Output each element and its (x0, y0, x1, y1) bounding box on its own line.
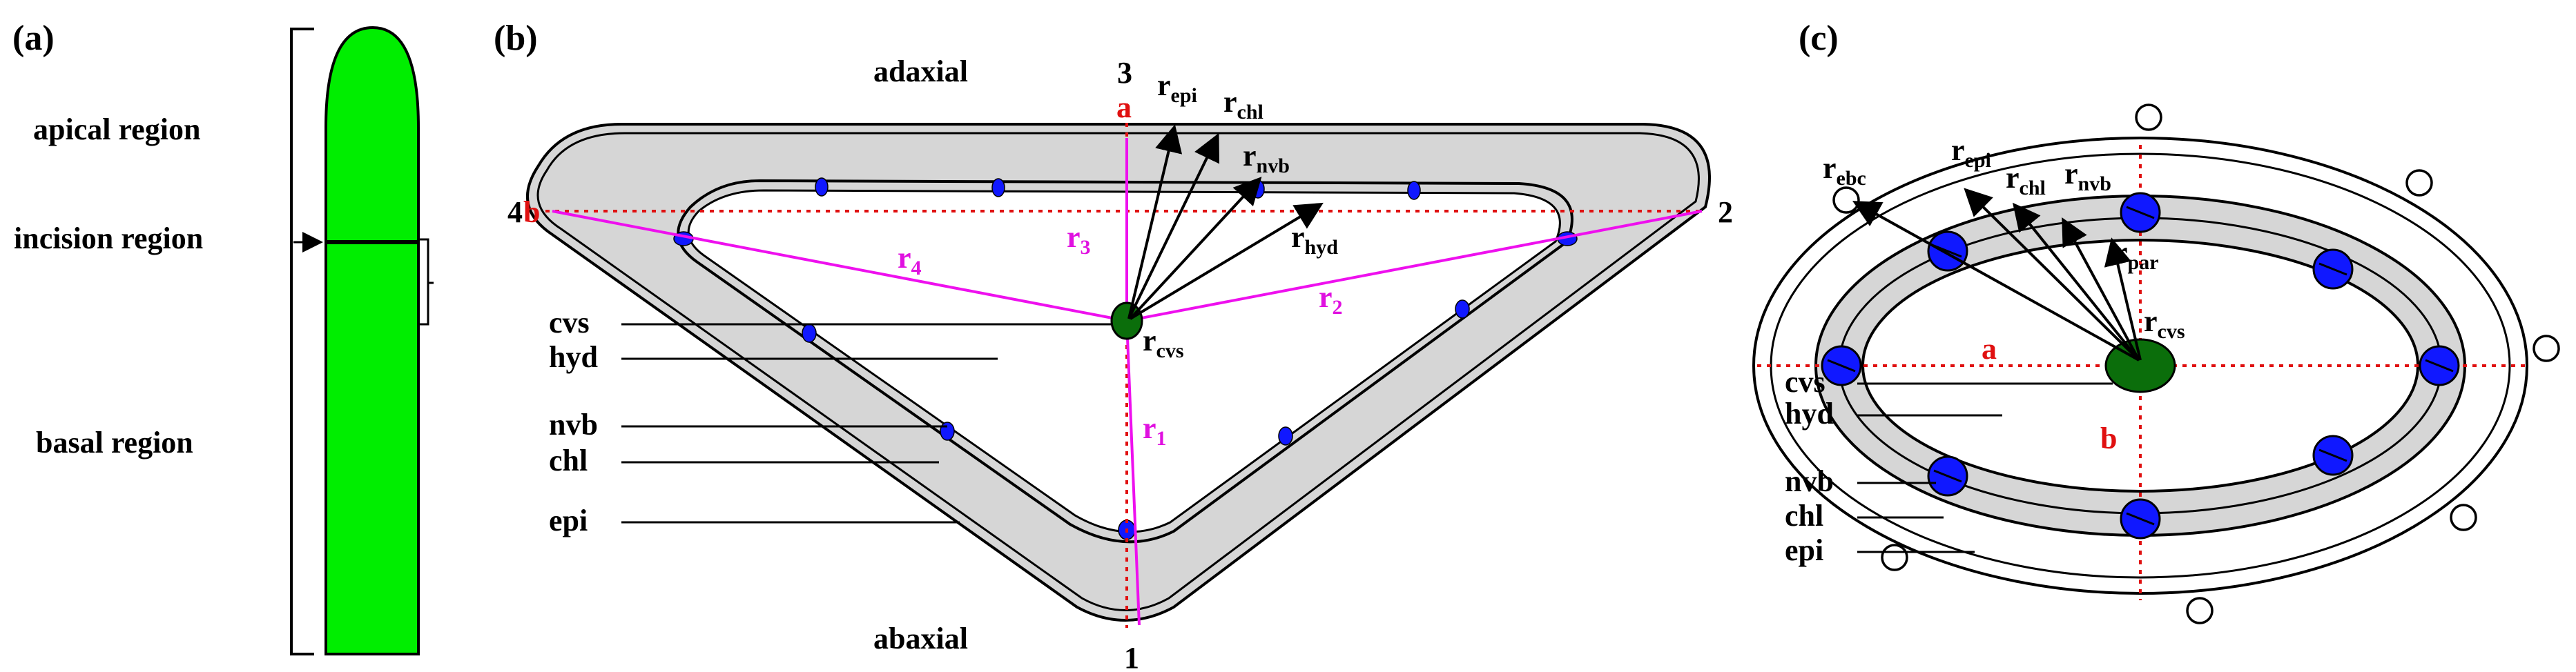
r-chl-label: rchl (1223, 85, 1263, 123)
axis-b-label: b (523, 195, 540, 229)
radius-lines (552, 138, 1703, 626)
axis-b-label-c: b (2100, 422, 2117, 455)
r-cvs-label: rcvs (1143, 324, 1184, 362)
radius-r4-label: r4 (898, 241, 922, 279)
hydrenchyma-region (687, 189, 1561, 533)
corner-number-left: 4 (507, 195, 523, 229)
epidermal-cell (2450, 504, 2477, 531)
vascular-bundle (991, 178, 1005, 197)
tissue-label-epi: epi (549, 504, 588, 537)
epidermal-cell (2135, 103, 2162, 131)
tissue-leader-lines-c (1857, 382, 2113, 553)
epidermal-cell (1881, 544, 1908, 571)
epidermal-cell (2405, 169, 2433, 197)
vascular-bundle (815, 177, 829, 197)
radius-r3-label: r3 (1067, 220, 1091, 259)
vascular-bundles (673, 177, 1578, 540)
r-nvb-label: rnvb (1243, 139, 1290, 177)
panel-a: (a) apical region incision region basal … (12, 19, 434, 655)
r-par-label: rpar (2114, 235, 2159, 274)
corner-number-top: 3 (1117, 56, 1132, 90)
apical-region-label: apical region (33, 112, 200, 146)
vascular-bundle (802, 324, 817, 343)
corner-number-right: 2 (1718, 195, 1733, 229)
r-chl-label-c: rchl (2006, 161, 2046, 199)
vascular-bundle (940, 422, 955, 441)
region-bracket (290, 28, 314, 655)
panel-c-label: (c) (1799, 19, 1839, 58)
epidermal-cells (1832, 103, 2560, 624)
vascular-bundle (1278, 426, 1293, 446)
r-epi-label: repi (1157, 68, 1197, 107)
r-nvb-label-c: rnvb (2064, 157, 2111, 195)
chlorenchyma-band (677, 179, 1573, 544)
panel-b: (b) (494, 19, 1733, 672)
central-vascular-strand (1110, 302, 1143, 340)
vascular-bundle (1455, 299, 1470, 319)
panel-c: (c) (1752, 19, 2560, 624)
tissue-label-chl: chl (549, 444, 588, 477)
r-epi-label-c: repi (1951, 133, 1991, 172)
r-hyd-label: rhyd (1291, 220, 1338, 259)
tissue-label-epi-c: epi (1785, 533, 1823, 567)
epidermis-line (536, 132, 1700, 611)
epidermal-cell (2533, 335, 2560, 362)
axis-a-label-c: a (1982, 332, 1997, 366)
incision-region-label: incision region (14, 221, 203, 255)
corner-number-bottom: 1 (1124, 641, 1139, 672)
tissue-label-chl-c: chl (1785, 499, 1823, 533)
incision-bracket (418, 238, 434, 326)
tissue-label-cvs-c: cvs (1785, 365, 1826, 399)
r-ebc-label: rebc (1823, 151, 1866, 190)
radius-r1-label: r1 (1143, 411, 1167, 450)
tissue-label-hyd: hyd (549, 340, 598, 374)
vascular-bundle (1407, 181, 1421, 200)
tissue-label-nvb: nvb (549, 408, 598, 442)
leaf-blade (325, 26, 420, 655)
radial-arrows (1127, 124, 1324, 320)
epidermal-cell (2186, 597, 2214, 624)
vascular-bundle-marks (1827, 206, 2454, 526)
abaxial-label: abaxial (873, 622, 968, 655)
r-cvs-label-c: rcvs (2144, 304, 2185, 343)
tissue-label-cvs: cvs (549, 306, 590, 339)
tissue-leader-lines (621, 323, 1113, 524)
tissue-label-nvb-c: nvb (1785, 464, 1834, 498)
basal-region-label: basal region (36, 426, 193, 459)
axis-a-label: a (1116, 90, 1132, 124)
radius-r2-label: r2 (1319, 280, 1343, 319)
tissue-label-hyd-c: hyd (1785, 397, 1834, 431)
adaxial-label: adaxial (873, 55, 968, 88)
panel-b-label: (b) (494, 19, 538, 58)
radial-arrows-c (1852, 188, 2142, 362)
epidermal-cell (1832, 186, 1860, 214)
panel-a-label: (a) (12, 19, 55, 58)
